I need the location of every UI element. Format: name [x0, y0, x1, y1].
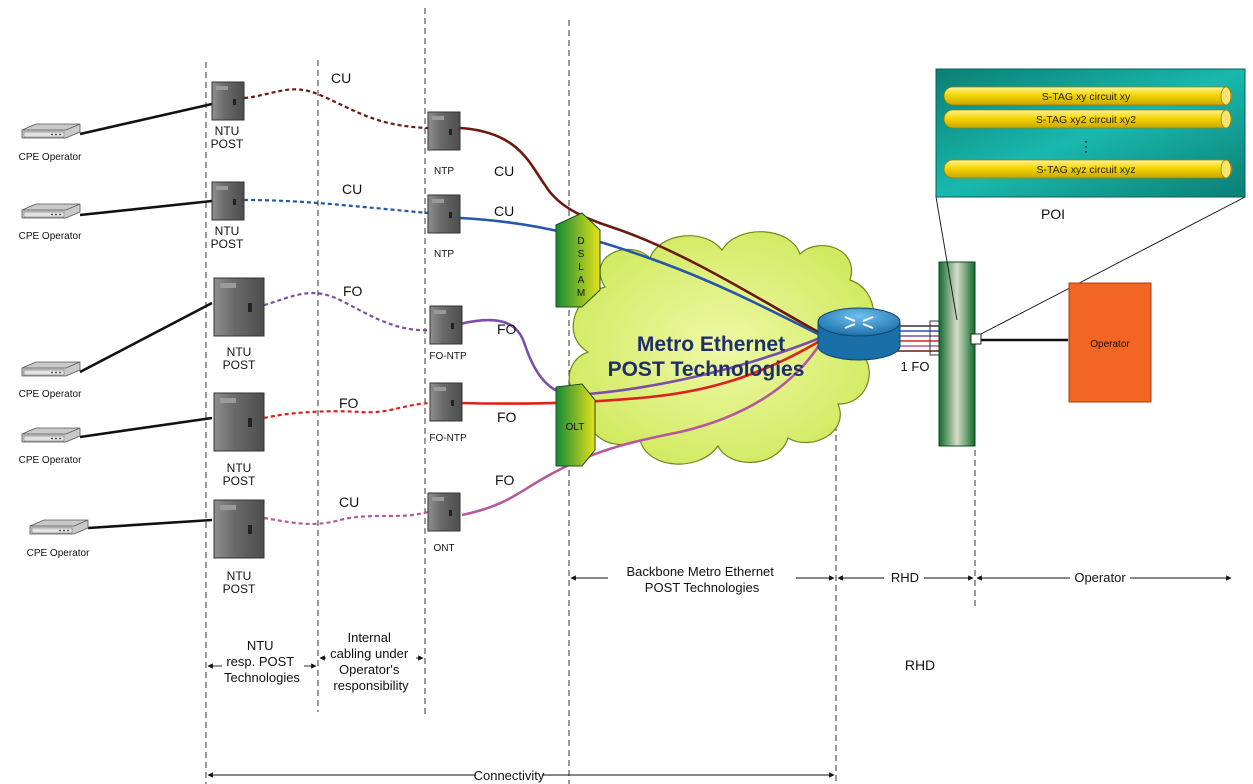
- stag-circuit: S-TAG xyz circuit xyz: [943, 159, 1233, 179]
- stag-circuit-label: S-TAG xy2 circuit xy2: [1036, 114, 1136, 126]
- rhd-zone-label: RHD: [905, 657, 935, 673]
- fo-label: FO: [497, 321, 517, 337]
- router-link-label: 1 FO: [901, 359, 930, 374]
- cable-ntp1-router: [459, 126, 821, 335]
- internal-cabling: [243, 88, 431, 526]
- operator-arrow-label: Operator: [1074, 570, 1126, 585]
- fo-label: FO: [343, 283, 363, 299]
- ntu-device: [213, 277, 265, 337]
- ntu-device: [213, 392, 265, 452]
- stag-circuit: S-TAG xy2 circuit xy2: [943, 109, 1233, 129]
- fo-label: FO: [339, 395, 359, 411]
- ont-device: [427, 492, 461, 532]
- stag-circuit-label: S-TAG xyz circuit xyz: [1037, 164, 1136, 176]
- cpe-label: CPE Operator: [19, 389, 82, 400]
- ntu-device: [211, 81, 245, 121]
- router-device: 1 FO: [817, 307, 930, 374]
- stag-circuit-label: S-TAG xy circuit xy: [1042, 91, 1131, 103]
- operator-box: Operator: [1068, 282, 1152, 403]
- fo-label: FO: [497, 409, 517, 425]
- dslam-letter: A: [578, 275, 585, 286]
- fo-label: FO: [495, 472, 515, 488]
- fo-ntp-device: [429, 382, 463, 422]
- dslam-letter: D: [577, 236, 584, 247]
- ntp-device: [427, 111, 461, 151]
- cpe-device: [21, 361, 81, 377]
- stag-circuit: S-TAG xy circuit xy: [943, 86, 1233, 106]
- cable-fontp2-router: [459, 339, 821, 405]
- fo-ntp-label: FO-NTP: [429, 433, 467, 444]
- cpe-devices: CPE Operator CPE Operator CPE Operator C…: [19, 123, 90, 559]
- cpe-label: CPE Operator: [19, 231, 82, 242]
- cpe-label: CPE Operator: [19, 455, 82, 466]
- zone-labels: NTU resp. POST Technologies Internal cab…: [207, 564, 1232, 783]
- cloud-title-line2: POST Technologies: [608, 358, 805, 381]
- cpe-label: CPE Operator: [19, 152, 82, 163]
- cpe-device: [21, 123, 81, 139]
- dslam-letter: S: [578, 249, 585, 260]
- olt-label: OLT: [566, 422, 585, 433]
- medium-labels: CU CU FO FO CU CU CU FO FO FO: [331, 70, 517, 510]
- dslam-letter: M: [577, 288, 585, 299]
- ntp-devices: NTP NTP FO-NTP FO-NTP ONT: [427, 111, 467, 554]
- ntp-device: [427, 194, 461, 234]
- dslam-device: D S L A M: [555, 212, 601, 308]
- internal-cabling-label: Internal cabling under Operator's respon…: [330, 630, 412, 693]
- rhd-arrow-label: RHD: [891, 570, 919, 585]
- ntu-device: [211, 181, 245, 221]
- fo-ntp-device: [429, 305, 463, 345]
- ntp-label: NTP: [434, 166, 454, 177]
- cpe-device: [21, 203, 81, 219]
- fo-ntp-label: FO-NTP: [429, 351, 467, 362]
- dslam-letter: L: [578, 262, 584, 273]
- cu-label: CU: [342, 181, 362, 197]
- ntu-device: [213, 499, 265, 559]
- cu-label: CU: [494, 163, 514, 179]
- cu-label: CU: [494, 203, 514, 219]
- operator-box-label: Operator: [1090, 339, 1130, 350]
- poi-rack: [935, 196, 1246, 447]
- cable-ntp2-router: [459, 216, 821, 337]
- cpe-links: [79, 102, 213, 530]
- cpe-device: [21, 427, 81, 443]
- ont-label: ONT: [433, 543, 454, 554]
- ntp-label: NTP: [434, 249, 454, 260]
- backbone-label: Backbone Metro Ethernet POST Technologie…: [626, 564, 777, 595]
- cloud-title-line1: Metro Ethernet: [637, 333, 785, 356]
- olt-device: OLT: [555, 383, 596, 467]
- cpe-label: CPE Operator: [27, 548, 90, 559]
- ntu-responsibility-label: NTU resp. POST Technologies: [224, 638, 300, 685]
- cu-label: CU: [331, 70, 351, 86]
- cable-ont-router: [461, 343, 822, 517]
- connectivity-label: Connectivity: [474, 768, 545, 783]
- poi-panel: S-TAG xy circuit xy S-TAG xy2 circuit xy…: [935, 68, 1246, 198]
- cpe-device: [29, 519, 89, 535]
- cu-label: CU: [339, 494, 359, 510]
- poi-label: POI: [1041, 206, 1065, 222]
- stag-ellipsis: ⋮: [1079, 138, 1093, 154]
